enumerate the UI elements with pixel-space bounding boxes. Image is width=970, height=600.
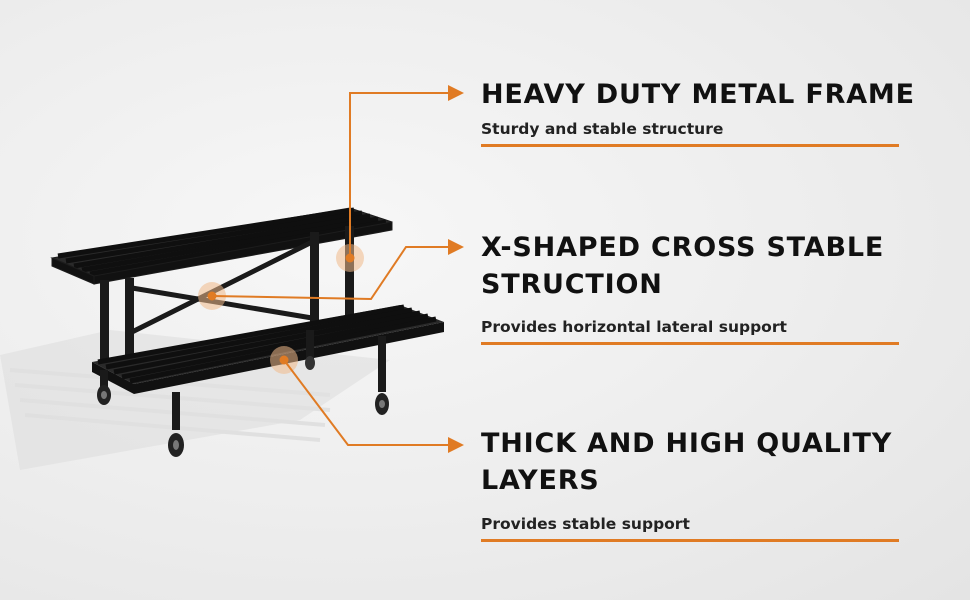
feature-subtitle: Provides stable support (481, 515, 690, 533)
feature-title-line-2: LAYERS (481, 465, 600, 496)
arrow-icon (448, 85, 464, 101)
feature-underline (481, 144, 899, 147)
callout-line-layers (283, 359, 450, 446)
callout-lines (211, 92, 450, 446)
feature-x-cross: X-SHAPED CROSS STABLE STRUCTION Provides… (481, 229, 901, 345)
feature-subtitle: Sturdy and stable structure (481, 120, 724, 138)
callout-arrowheads (448, 85, 464, 453)
feature-heavy-duty-frame: HEAVY DUTY METAL FRAME Sturdy and stable… (481, 76, 915, 147)
feature-underline (481, 342, 899, 345)
feature-title-line-1: THICK AND HIGH QUALITY (481, 428, 893, 459)
feature-subtitle: Provides horizontal lateral support (481, 318, 787, 336)
lower-legs (100, 330, 386, 430)
callout-line-cross (211, 246, 450, 301)
callout-line-frame (349, 92, 450, 258)
feature-title-line-1: X-SHAPED CROSS STABLE (481, 232, 885, 263)
arrow-icon (448, 239, 464, 255)
caster-wheels (97, 356, 389, 457)
arrow-icon (448, 437, 464, 453)
feature-underline (481, 539, 899, 542)
feature-title-line-2: STRUCTION (481, 269, 663, 300)
upper-shelf (50, 207, 393, 285)
feature-title: HEAVY DUTY METAL FRAME (481, 79, 915, 110)
feature-thick-layers: THICK AND HIGH QUALITY LAYERS Provides s… (481, 425, 901, 542)
